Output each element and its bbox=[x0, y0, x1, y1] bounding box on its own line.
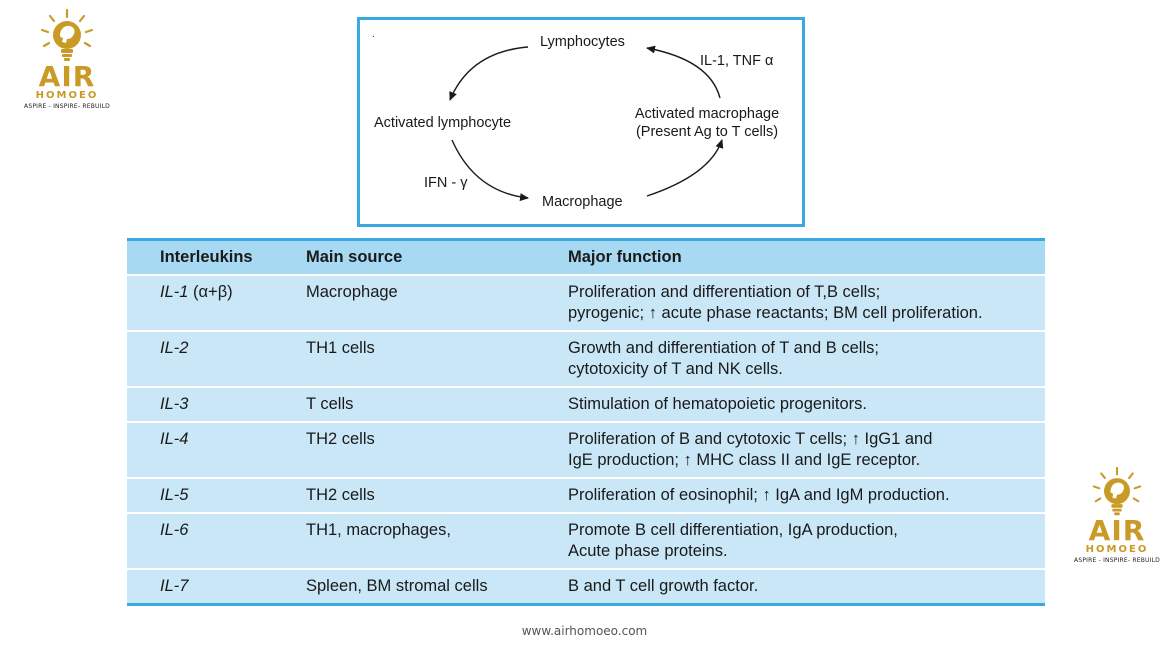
cytokine-cycle-diagram: . Lymphocytes IL-1, TNF α Activated lymp… bbox=[357, 17, 805, 227]
interleukin-label: IL-5 bbox=[160, 486, 189, 504]
header-interleukins: Interleukins bbox=[160, 248, 253, 266]
logo-tagline: ASPIRE - INSPIRE- REBUILD bbox=[24, 103, 110, 110]
major-function-line: Acute phase proteins. bbox=[568, 542, 728, 560]
interleukin-name: IL-7 bbox=[127, 576, 273, 597]
arrow-macrophage-to-activated-macrophage bbox=[646, 139, 724, 197]
interleukin-label: IL-6 bbox=[160, 521, 189, 539]
brand-logo-top-left: AIR HOMOEO ASPIRE - INSPIRE- REBUILD bbox=[18, 8, 116, 111]
major-function: Promote B cell differentiation, IgA prod… bbox=[535, 520, 1045, 562]
major-function: Proliferation and differentiation of T,B… bbox=[535, 282, 1045, 324]
table-header-row: Interleukins Main source Major function bbox=[127, 241, 1045, 274]
logo-tagline: ASPIRE - INSPIRE- REBUILD bbox=[1074, 557, 1160, 564]
node-activated-lymphocyte: Activated lymphocyte bbox=[374, 115, 512, 131]
interleukin-label: IL-2 bbox=[160, 339, 189, 357]
node-macrophage: Macrophage bbox=[542, 194, 623, 210]
major-function-line: Promote B cell differentiation, IgA prod… bbox=[568, 521, 898, 539]
table-body: IL-1 (α+β) Macrophage Proliferation and di… bbox=[127, 274, 1045, 603]
interleukin-table: Interleukins Main source Major function … bbox=[127, 238, 1045, 606]
interleukin-name: IL-3 bbox=[127, 394, 273, 415]
footer-url: www.airhomoeo.com bbox=[521, 624, 648, 638]
interleukin-name: IL-6 bbox=[127, 520, 273, 562]
diagram-dot: . bbox=[372, 29, 375, 40]
arrow-activated-to-macrophage bbox=[451, 139, 529, 202]
major-function-line: pyrogenic; ↑ acute phase reactants; BM c… bbox=[568, 304, 983, 322]
edge-label-il1-tnf: IL-1, TNF α bbox=[700, 53, 774, 69]
major-function: Growth and differentiation of T and B ce… bbox=[535, 338, 1045, 380]
major-function: Proliferation of eosinophil; ↑ IgA and I… bbox=[535, 485, 1045, 506]
major-function-line: B and T cell growth factor. bbox=[568, 577, 759, 595]
main-source: Spleen, BM stromal cells bbox=[306, 577, 488, 595]
header-major-function: Major function bbox=[568, 248, 682, 266]
major-function-line: Growth and differentiation of T and B ce… bbox=[568, 339, 879, 357]
interleukin-label: IL-4 bbox=[160, 430, 189, 448]
table-row: IL-4 TH2 cells Proliferation of B and cyto… bbox=[127, 421, 1045, 477]
header-main-source: Main source bbox=[306, 248, 403, 266]
bulb-icon bbox=[40, 8, 94, 61]
logo-brand: AIR bbox=[1088, 514, 1146, 547]
major-function: Proliferation of B and cytotoxic T cells… bbox=[535, 429, 1045, 471]
arrow-activated-macrophage-to-lymphocytes bbox=[646, 45, 721, 99]
node-activated-macrophage: Activated macrophage (Present Ag to T ce… bbox=[622, 105, 792, 141]
interleukin-name: IL-4 bbox=[127, 429, 273, 471]
arrow-lymphocytes-to-activated bbox=[449, 46, 529, 101]
bulb-icon bbox=[1092, 466, 1142, 516]
node-activated-macrophage-line2: (Present Ag to T cells) bbox=[635, 124, 779, 140]
table-row: IL-3 T cells Stimulation of hematopoietic … bbox=[127, 386, 1045, 421]
table-row: IL-6 TH1, macrophages, Promote B cell diff… bbox=[127, 512, 1045, 568]
major-function-line: Proliferation and differentiation of T,B… bbox=[568, 283, 881, 301]
node-lymphocytes: Lymphocytes bbox=[540, 34, 625, 50]
interleukin-name: IL-5 bbox=[127, 485, 273, 506]
main-source: TH2 cells bbox=[306, 486, 375, 504]
logo-sub: HOMOEO bbox=[1085, 544, 1149, 555]
logo-sub: HOMOEO bbox=[35, 90, 99, 101]
major-function-line: cytotoxicity of T and NK cells. bbox=[568, 360, 783, 378]
interleukin-suffix: (α+β) bbox=[188, 283, 233, 301]
interleukin-name: IL-2 bbox=[127, 338, 273, 380]
major-function: B and T cell growth factor. bbox=[535, 576, 1045, 597]
major-function-line: Proliferation of eosinophil; ↑ IgA and I… bbox=[568, 486, 950, 504]
brand-logo-bottom-right: AIR HOMOEO ASPIRE - INSPIRE- REBUILD bbox=[1070, 466, 1164, 565]
main-source: T cells bbox=[306, 395, 354, 413]
major-function-line: Proliferation of B and cytotoxic T cells… bbox=[568, 430, 933, 448]
major-function: Stimulation of hematopoietic progenitors… bbox=[535, 394, 1045, 415]
table-row: IL-2 TH1 cells Growth and differentiation … bbox=[127, 330, 1045, 386]
interleukin-label: IL-3 bbox=[160, 395, 189, 413]
major-function-line: Stimulation of hematopoietic progenitors… bbox=[568, 395, 867, 413]
main-source: TH1, macrophages, bbox=[306, 521, 451, 539]
main-source: TH1 cells bbox=[306, 339, 375, 357]
table-row: IL-1 (α+β) Macrophage Proliferation and di… bbox=[127, 274, 1045, 330]
cycle-arrows bbox=[449, 45, 724, 202]
table-row: IL-5 TH2 cells Proliferation of eosinophil… bbox=[127, 477, 1045, 512]
interleukin-label: IL-1 bbox=[160, 283, 189, 301]
logo-brand: AIR bbox=[38, 60, 96, 93]
main-source: Macrophage bbox=[306, 283, 398, 301]
edge-label-ifn: IFN - γ bbox=[424, 175, 468, 191]
interleukin-name: IL-1 (α+β) bbox=[127, 282, 273, 324]
table-row: IL-7 Spleen, BM stromal cells B and T cell… bbox=[127, 568, 1045, 603]
major-function-line: IgE production; ↑ MHC class II and IgE r… bbox=[568, 451, 921, 469]
interleukin-label: IL-7 bbox=[160, 577, 189, 595]
node-activated-macrophage-line1: Activated macrophage bbox=[634, 106, 780, 122]
main-source: TH2 cells bbox=[306, 430, 375, 448]
